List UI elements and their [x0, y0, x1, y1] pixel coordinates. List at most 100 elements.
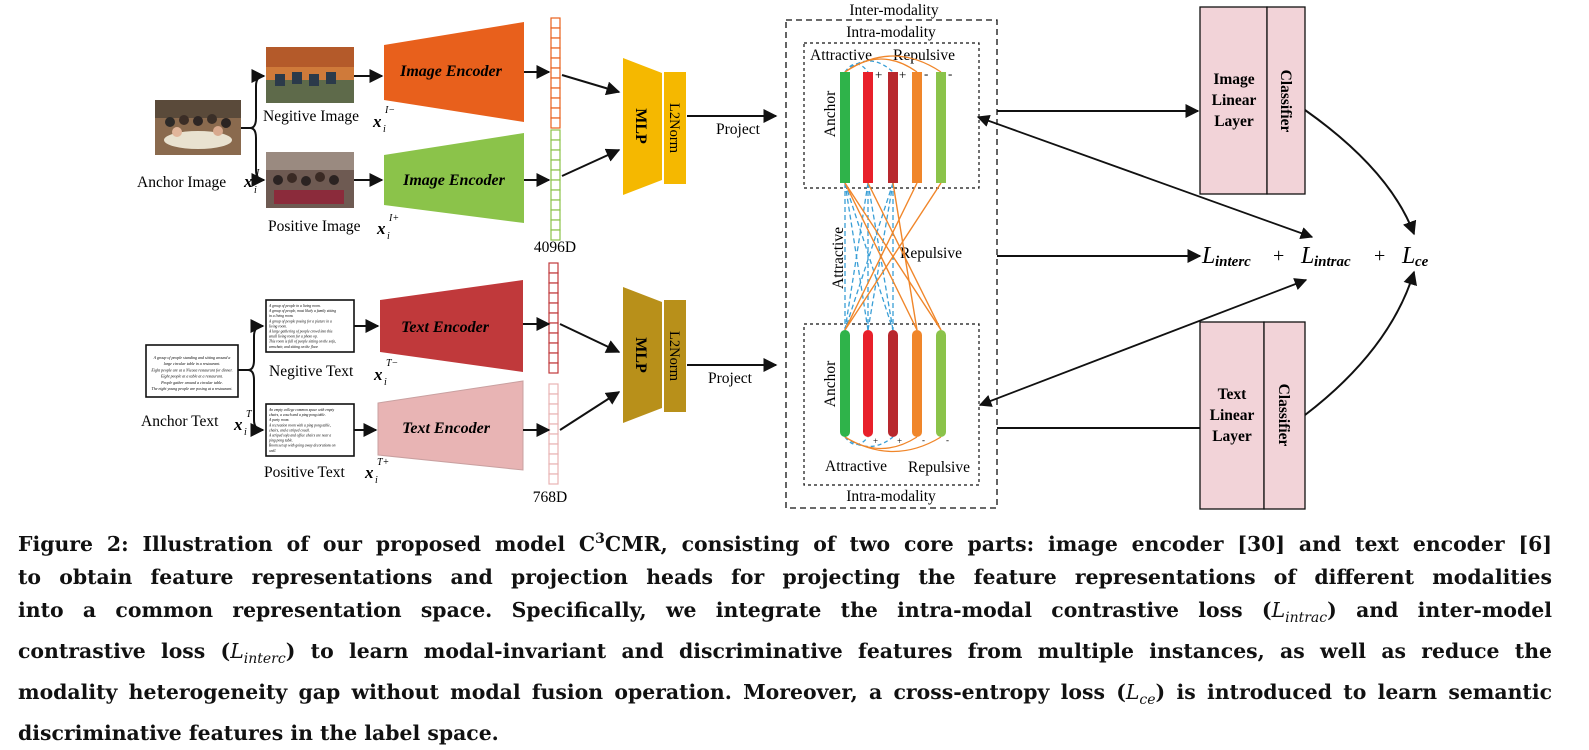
text-encoder-negative	[380, 280, 523, 372]
feature-cell	[548, 463, 559, 475]
caption-line-1: Figure 2: Illustration of our proposed m…	[18, 531, 1552, 556]
text-linear-layer-line1: Text	[1218, 386, 1248, 403]
document-text-line: A group of people posing for a picture i…	[268, 319, 332, 323]
feature-vector-text-positive	[548, 383, 559, 485]
model-architecture-diagram: Anchor Image x I i Negitive Image x I− i…	[137, 2, 1429, 510]
negative-image-symbol: x	[372, 112, 382, 131]
image-encoder-positive-label: Image Encoder	[402, 172, 506, 189]
feature-cell	[550, 117, 561, 129]
figure-caption: Figure 2: Illustration of our proposed m…	[18, 528, 1552, 750]
anchor-image-branch	[241, 69, 266, 129]
intra-modality-label-bottom: Intra-modality	[846, 488, 936, 505]
anchor-text-document: A group of people standing and sitting a…	[145, 344, 239, 398]
feature-cell	[548, 332, 559, 344]
loss-ce-subscript: ce	[1415, 254, 1429, 270]
repulsive-label-top: Repulsive	[893, 47, 955, 64]
intra-modal-arcs-bottom	[844, 436, 942, 453]
document-text-line: small living room for a photo op.	[269, 335, 318, 339]
feature-cell	[548, 352, 559, 364]
document-text-line: The eight young people are posing at a r…	[152, 386, 233, 391]
l2norm-image-label: L2Norm	[666, 103, 682, 154]
positive-image-symbol-sub: i	[387, 231, 390, 242]
document-text-line: An empty college common space with empty	[268, 408, 334, 412]
document-text-line: large circular table in a restaurant.	[164, 361, 221, 366]
negative-image-symbol-sub: i	[383, 124, 386, 135]
positive-text-label: Positive Text	[264, 464, 346, 481]
text-encoder-positive-label: Text Encoder	[402, 420, 491, 437]
negative-image-label: Negitive Image	[263, 108, 359, 125]
anchor-image-symbol-sub: i	[254, 185, 257, 196]
document-text-line: in a living room.	[269, 314, 294, 318]
l2norm-text-block	[664, 300, 686, 412]
document-text-line: living room.	[269, 324, 287, 328]
svg-text:+: +	[1273, 245, 1284, 267]
feat-text-pos-to-mlp-arrow	[559, 391, 621, 431]
anchor-image-symbol: x	[243, 172, 253, 191]
negative-text-document: A group of people in a living room. A gro…	[265, 299, 355, 353]
bottom-minus-sign-2: -	[946, 435, 949, 445]
document-text-line: chairs, and a striped couch.	[269, 428, 310, 433]
loss-formula: L interc + L intrac + L ce	[1201, 243, 1429, 270]
feature-cell	[548, 413, 559, 425]
feature-cell	[548, 403, 559, 415]
feature-cell	[550, 229, 561, 241]
cross-modal-attractive-lines	[844, 182, 894, 331]
text-encoder-negative-label: Text Encoder	[401, 319, 490, 336]
document-text-line: People gather around a circular table.	[160, 380, 223, 385]
feature-vector-image-positive	[550, 129, 561, 241]
feat-text-neg-to-mlp-arrow	[559, 323, 621, 353]
feature-cell	[550, 27, 561, 39]
attractive-label-middle: Attractive	[830, 227, 847, 289]
project-image-label: Project	[716, 121, 761, 138]
image-classifier-label: Classifier	[1277, 70, 1294, 133]
inter-modality-label: Inter-modality	[849, 2, 938, 19]
bottom-minus-sign-1: -	[922, 435, 925, 445]
attractive-label-bottom: Attractive	[825, 458, 887, 475]
image-dimension-label: 4096D	[534, 239, 576, 256]
image-encoder-negative	[384, 22, 524, 122]
feature-cell	[550, 129, 561, 141]
anchor-image-label: Anchor Image	[137, 174, 226, 191]
intra-modal-arcs-top	[844, 55, 942, 73]
document-text-line: This room is full of people sitting on t…	[269, 340, 336, 345]
feature-cell	[548, 393, 559, 405]
top-minus-sign-1: -	[924, 66, 928, 81]
feature-cell	[548, 272, 559, 284]
feature-cell	[548, 292, 559, 304]
feature-cell	[548, 342, 559, 354]
document-text-line: ping pong table.	[268, 439, 293, 443]
positive-text-document: An empty college common space with empty…	[265, 403, 355, 457]
anchor-text-branch-neg	[238, 319, 265, 371]
top-bars-to-loss-arrow	[976, 114, 1314, 240]
feature-cell	[548, 302, 559, 314]
loss-intrac-subscript: intrac	[1314, 254, 1351, 270]
feature-cell	[550, 189, 561, 201]
anchor-image-photo	[155, 100, 241, 155]
anchor-text-symbol-sub: i	[244, 427, 247, 438]
negative-text-symbol: x	[373, 365, 383, 384]
negative-text-label: Negitive Text	[269, 363, 354, 380]
bottom-bars-to-loss-arrow	[978, 278, 1308, 407]
caption-line-4: contrastive loss (Linterc) to learn moda…	[18, 639, 1552, 668]
feature-cell	[550, 169, 561, 181]
feature-cell	[550, 199, 561, 211]
anchor-label-bottom: Anchor	[822, 360, 839, 407]
feature-cell	[548, 423, 559, 435]
feat-image-neg-to-mlp-arrow	[561, 74, 621, 96]
top-plus-sign-2: +	[899, 67, 906, 82]
image-linear-layer-line1: Image	[1213, 71, 1254, 88]
feature-cell	[548, 362, 559, 374]
negative-text-symbol-sup: T−	[386, 358, 398, 369]
feature-vector-image-negative	[550, 17, 561, 129]
text-encoder-positive	[377, 380, 524, 471]
document-text-line: Eight people are at a Nicaea restaurant …	[150, 367, 232, 372]
image-embedding-bars	[840, 72, 946, 183]
feature-cell	[550, 179, 561, 191]
positive-image-symbol: x	[376, 219, 386, 238]
anchor-text-branch-pos	[238, 369, 265, 437]
project-text-label: Project	[708, 370, 753, 387]
feature-cell	[550, 97, 561, 109]
document-text-line: A group of people in a living room.	[268, 304, 321, 308]
feature-cell	[550, 47, 561, 59]
feature-cell	[550, 139, 561, 151]
